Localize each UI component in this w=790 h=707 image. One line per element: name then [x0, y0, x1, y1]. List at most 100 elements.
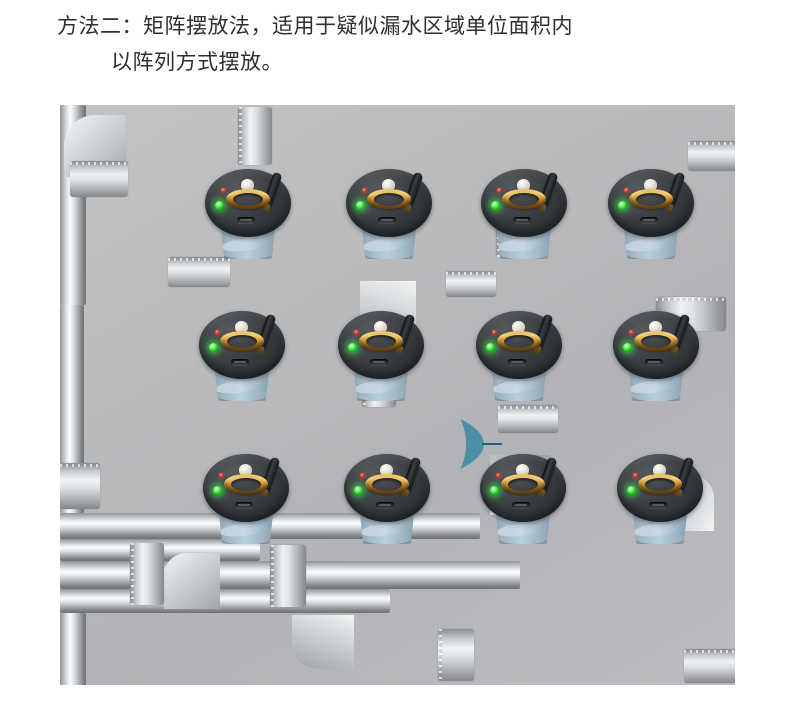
led-red-indicator — [219, 473, 224, 478]
sensor-device-r2c2[interactable] — [335, 305, 427, 409]
pipe-flange — [688, 141, 735, 171]
flange-bolts — [131, 543, 134, 605]
device-dome-button[interactable] — [241, 179, 254, 191]
led-red-indicator — [496, 473, 501, 478]
led-red-indicator — [354, 330, 359, 335]
led-green-indicator — [209, 343, 218, 352]
device-gold-ring — [502, 189, 546, 209]
device-dome-button[interactable] — [644, 179, 657, 191]
led-green-indicator — [348, 343, 357, 352]
led-red-indicator — [362, 188, 367, 193]
pipe-flange — [498, 405, 558, 433]
caption-line-1: 方法二：矩阵摆放法，适用于疑似漏水区域单位面积内 — [57, 14, 573, 38]
flange-bolts — [271, 545, 274, 607]
device-gold-ring — [359, 331, 403, 351]
led-green-indicator — [486, 343, 495, 352]
led-red-indicator — [360, 473, 365, 478]
pipe-flange — [168, 257, 230, 287]
pipe-flange — [446, 271, 496, 297]
led-red-indicator — [497, 188, 502, 193]
usb-port-icon[interactable] — [513, 217, 531, 224]
pipe-network-illustration — [60, 105, 735, 685]
led-green-indicator — [623, 343, 632, 352]
led-green-indicator — [618, 201, 627, 210]
sensor-device-r3c2[interactable] — [341, 448, 433, 552]
led-green-indicator — [491, 201, 500, 210]
device-dome-button[interactable] — [374, 321, 387, 333]
flange-bolts — [439, 629, 442, 681]
usb-port-icon[interactable] — [370, 359, 388, 366]
sensor-device-r1c2[interactable] — [343, 163, 435, 267]
led-green-indicator — [356, 201, 365, 210]
sensor-device-r1c4[interactable] — [605, 163, 697, 267]
device-gold-ring — [638, 474, 682, 494]
sensor-device-r2c1[interactable] — [196, 305, 288, 409]
flange-bolts — [70, 162, 128, 165]
device-dome-button[interactable] — [512, 321, 525, 333]
usb-port-icon[interactable] — [645, 359, 663, 366]
led-red-indicator — [629, 330, 634, 335]
wireless-signal-icon — [458, 415, 504, 473]
device-dome-button[interactable] — [239, 464, 252, 476]
device-gold-ring — [501, 474, 545, 494]
sensor-device-r3c4[interactable] — [614, 448, 706, 552]
led-green-indicator — [490, 486, 499, 495]
flange-bolts — [60, 464, 100, 467]
pipe-elbow — [164, 553, 220, 609]
pipe-flange — [238, 107, 272, 165]
led-red-indicator — [633, 473, 638, 478]
caption-block: 方法二：矩阵摆放法，适用于疑似漏水区域单位面积内 以阵列方式摆放。 — [0, 8, 790, 80]
device-gold-ring — [367, 189, 411, 209]
usb-port-icon[interactable] — [508, 359, 526, 366]
pipe-flange — [684, 649, 735, 683]
device-gold-ring — [226, 189, 270, 209]
led-green-indicator — [354, 486, 363, 495]
led-green-indicator — [215, 201, 224, 210]
flange-bolts — [688, 142, 735, 145]
flange-bolts — [498, 406, 558, 409]
device-dome-button[interactable] — [382, 179, 395, 191]
led-red-indicator — [492, 330, 497, 335]
device-dome-button[interactable] — [380, 464, 393, 476]
usb-port-icon[interactable] — [237, 217, 255, 224]
device-dome-button[interactable] — [653, 464, 666, 476]
flange-bolts — [446, 272, 496, 275]
pipe-flange — [60, 463, 100, 509]
led-green-indicator — [627, 486, 636, 495]
usb-port-icon[interactable] — [378, 217, 396, 224]
pipe-flange — [130, 543, 164, 605]
device-gold-ring — [365, 474, 409, 494]
device-dome-button[interactable] — [649, 321, 662, 333]
pipe-vertical — [60, 613, 86, 685]
usb-port-icon[interactable] — [640, 217, 658, 224]
sensor-device-r3c3[interactable] — [477, 448, 569, 552]
usb-port-icon[interactable] — [231, 359, 249, 366]
sensor-device-r2c4[interactable] — [610, 305, 702, 409]
usb-port-icon[interactable] — [512, 502, 530, 509]
flange-bolts — [656, 298, 726, 301]
pipe-flange — [70, 161, 128, 197]
pipe-flange — [438, 629, 474, 681]
sensor-device-r1c3[interactable] — [478, 163, 570, 267]
flange-bolts — [168, 258, 230, 261]
flange-bolts — [684, 650, 735, 653]
usb-port-icon[interactable] — [235, 502, 253, 509]
device-dome-button[interactable] — [516, 464, 529, 476]
sensor-device-r2c3[interactable] — [473, 305, 565, 409]
led-red-indicator — [215, 330, 220, 335]
sensor-device-r3c1[interactable] — [200, 448, 292, 552]
device-gold-ring — [634, 331, 678, 351]
device-gold-ring — [220, 331, 264, 351]
flange-bolts — [239, 107, 242, 165]
led-red-indicator — [221, 188, 226, 193]
device-gold-ring — [497, 331, 541, 351]
usb-port-icon[interactable] — [649, 502, 667, 509]
device-dome-button[interactable] — [235, 321, 248, 333]
led-green-indicator — [213, 486, 222, 495]
device-dome-button[interactable] — [517, 179, 530, 191]
sensor-device-r1c1[interactable] — [202, 163, 294, 267]
usb-port-icon[interactable] — [376, 502, 394, 509]
led-red-indicator — [624, 188, 629, 193]
pipe-flange — [270, 545, 306, 607]
caption-line-2: 以阵列方式摆放。 — [111, 50, 283, 74]
